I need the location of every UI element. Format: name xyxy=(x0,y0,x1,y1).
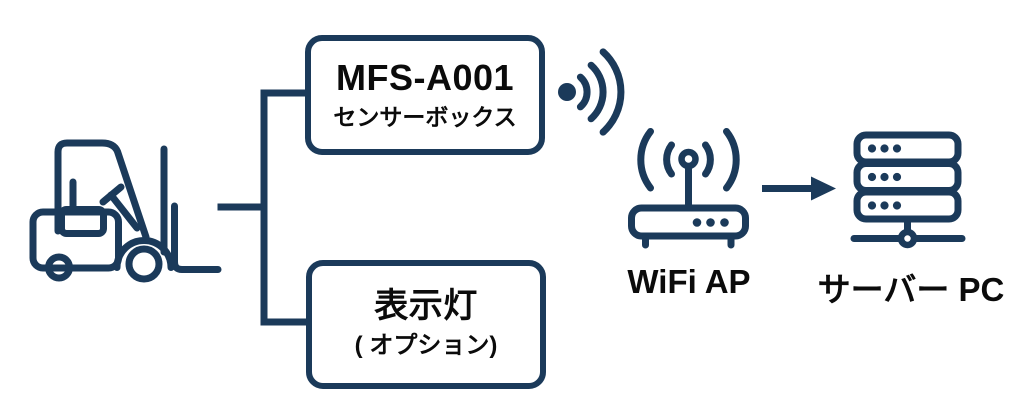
forklift-cab xyxy=(54,139,150,241)
wifi-signal-arc-2 xyxy=(587,61,607,123)
wifi-signal-dot xyxy=(558,83,576,101)
router-antenna-tip xyxy=(678,148,699,170)
server-led-2b xyxy=(880,172,889,182)
server-led-3c xyxy=(892,201,902,210)
server-led-1b xyxy=(880,144,889,153)
server-led-3b xyxy=(880,201,889,210)
server-led-2a xyxy=(867,172,877,182)
router-wave-outer-right xyxy=(723,128,740,192)
server-label: サーバー PC xyxy=(817,271,1005,308)
forklift-fork xyxy=(171,202,222,273)
server-led-3a xyxy=(867,201,877,210)
forklift-lever xyxy=(107,191,141,232)
server-rack-icon xyxy=(850,131,966,249)
server-led-1a xyxy=(867,144,877,153)
sensor-box-subtitle: センサーボックス xyxy=(333,103,517,130)
sensor-box-title: MFS-A001 xyxy=(335,56,515,98)
forklift-lever-knob xyxy=(99,183,125,206)
arrow-head xyxy=(811,176,836,201)
server-led-1c xyxy=(892,144,902,153)
wifi-signal-icon xyxy=(558,48,625,136)
connector-lines xyxy=(217,89,316,326)
forklift-front-wheel xyxy=(125,245,163,283)
router-wave-inner-right xyxy=(702,141,714,178)
wifi-ap-label: WiFi AP xyxy=(627,263,751,300)
indicator-box-subtitle: ( オプション) xyxy=(354,332,498,360)
wifi-router-icon xyxy=(628,128,749,249)
node-sensor-box: MFS-A001 センサーボックス xyxy=(305,35,545,155)
router-wave-outer-left xyxy=(637,128,654,192)
router-led-1 xyxy=(692,218,702,227)
server-led-2c xyxy=(892,172,902,182)
forklift-chassis xyxy=(29,208,122,272)
wifi-signal-arc-1 xyxy=(576,73,591,111)
forklift-fender xyxy=(113,237,175,271)
router-led-2 xyxy=(706,218,715,227)
router-led-3 xyxy=(720,218,729,227)
wifi-signal-arc-3 xyxy=(599,48,625,136)
router-body xyxy=(628,204,749,240)
indicator-box-title: 表示灯 xyxy=(374,286,478,325)
forklift-rear-wheel xyxy=(45,253,73,282)
forklift-icon xyxy=(29,139,222,283)
arrow-ap-to-server xyxy=(762,176,836,201)
router-wave-inner-left xyxy=(663,141,675,178)
node-indicator-box: 表示灯 ( オプション) xyxy=(306,260,546,389)
